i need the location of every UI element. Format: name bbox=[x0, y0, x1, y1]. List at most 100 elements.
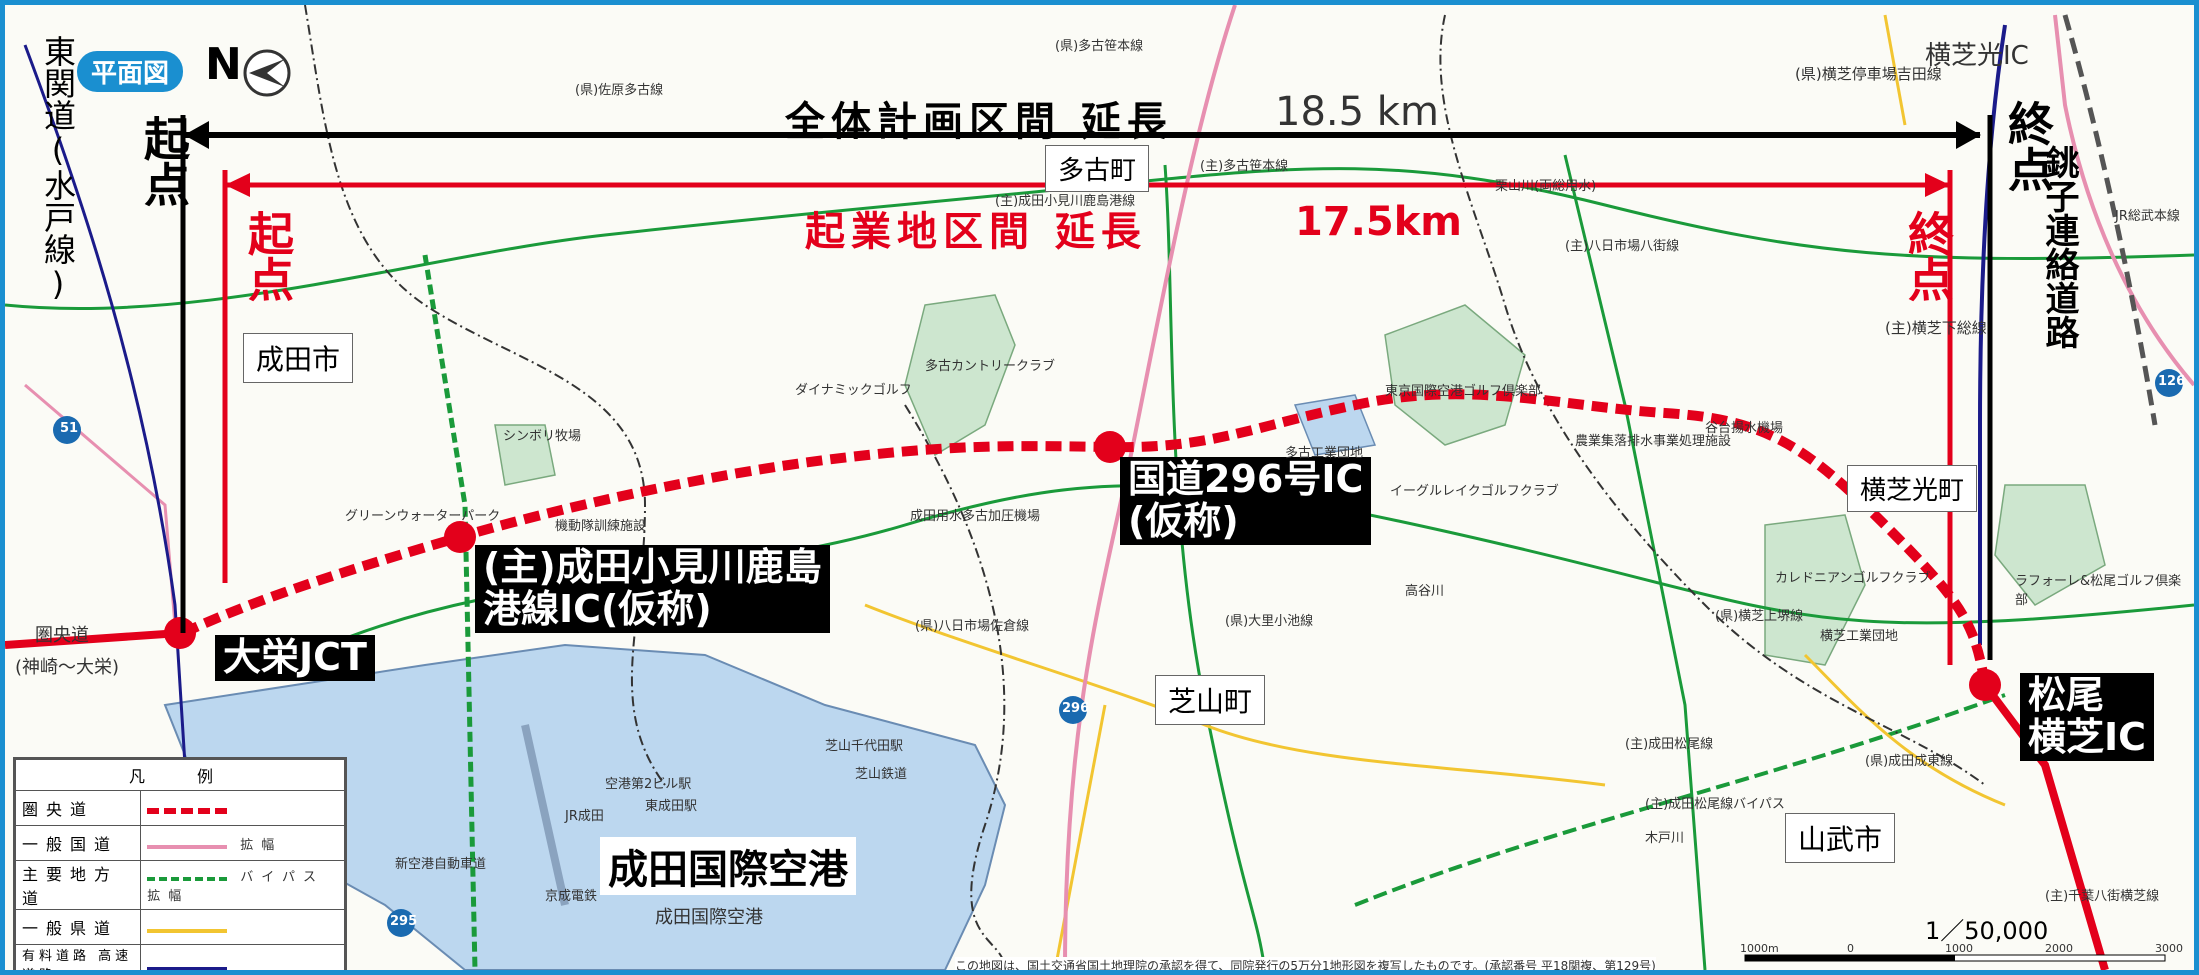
pref-road-2 bbox=[1053, 704, 1107, 970]
plan-view-badge: 平面図 bbox=[77, 51, 184, 92]
legend-row: 主要地方道 バイパス 拡幅 bbox=[14, 860, 345, 910]
overall-end-label: 終点 bbox=[2001, 100, 2055, 192]
choshi-connector-label: 銚子連絡道路 bbox=[2039, 145, 2079, 349]
north-label: N bbox=[205, 39, 242, 90]
overall-section-length: 18.5 km bbox=[1275, 89, 1439, 135]
map-label: 新空港自動車道 bbox=[395, 857, 487, 872]
boundary-2 bbox=[904, 404, 1006, 970]
map-label: (主)横芝下総線 bbox=[1885, 319, 1987, 337]
map-label: 圏央道 bbox=[35, 625, 89, 646]
marker-taiei-jct[interactable] bbox=[164, 617, 196, 649]
legend: 凡 例 圏央道 一般国道 拡幅 主要地方道 バイパス 拡幅 一般県道 有料道路 … bbox=[13, 757, 347, 970]
legend-row-label: 一般県道 bbox=[14, 909, 142, 945]
map-label: 横芝光IC bbox=[1925, 41, 2029, 71]
scale-ratio: 1／50,000 bbox=[1925, 917, 2049, 945]
map-label: 空港第2ビル駅 bbox=[605, 777, 692, 792]
water-line-4 bbox=[422, 254, 478, 970]
pref-road-1 bbox=[864, 603, 1606, 787]
map-label: 東京国際空港ゴルフ倶楽部 bbox=[1385, 384, 1542, 399]
legend-row-label: 主要地方道 bbox=[14, 860, 142, 910]
map-label: 農業集落排水事業処理施設 bbox=[1575, 434, 1732, 449]
legend-swatch-pref bbox=[140, 909, 345, 945]
map-label: (県)成田成東線 bbox=[1865, 754, 1954, 769]
map-label: 多古工業団地 bbox=[1285, 446, 1364, 461]
map-label: ダイナミックゴルフ bbox=[795, 383, 912, 398]
kenodo-existing-west bbox=[5, 629, 181, 649]
overall-arrow-head-right bbox=[1956, 121, 1981, 149]
map-label: 芝山鉄道 bbox=[855, 767, 908, 782]
map-label: シンボリ牧場 bbox=[503, 429, 582, 444]
route296-ic-label: 国道296号IC (仮称) bbox=[1120, 457, 1372, 545]
scale-bar bbox=[1744, 954, 2166, 962]
legend-swatch-national: 拡幅 bbox=[140, 825, 345, 861]
legend-row: 圏央道 bbox=[14, 790, 345, 826]
airport-label: 成田国際空港 bbox=[600, 837, 856, 895]
marker-route296-ic[interactable] bbox=[1094, 431, 1126, 463]
map-label: イーグルレイクゴルフクラブ bbox=[1390, 484, 1559, 499]
golf-area-tako bbox=[904, 294, 1016, 457]
map-label: グリーンウォーターパーク bbox=[345, 509, 501, 524]
project-section-label: 起業地区間 延長 bbox=[805, 209, 1147, 255]
overall-start-label: 起点 bbox=[137, 115, 191, 207]
legend-swatch-expressway bbox=[140, 944, 345, 970]
legend-row-label: 圏央道 bbox=[14, 790, 142, 826]
project-arrow-head-right bbox=[1925, 173, 1950, 197]
map-label: 高谷川 bbox=[1405, 584, 1445, 599]
boundary-1 bbox=[304, 5, 666, 786]
legend-swatch-major: バイパス 拡幅 bbox=[140, 860, 345, 910]
narita-city-label: 成田市 bbox=[243, 333, 354, 383]
scale-tick: 2000 bbox=[2045, 942, 2073, 955]
jr-line bbox=[2062, 14, 2158, 426]
runway bbox=[521, 724, 569, 906]
map-label: (主)多古笹本線 bbox=[1200, 159, 1289, 174]
yokoshibahikari-town-label: 横芝光町 bbox=[1847, 465, 1978, 512]
map-label: (主)千葉八街横芝線 bbox=[2045, 889, 2160, 904]
legend-row-label: 有料道路 高速道路 bbox=[14, 944, 142, 970]
map-label: JR成田 bbox=[565, 809, 604, 824]
water-line-3 bbox=[1563, 154, 1707, 970]
route-296-number: 296 bbox=[1062, 701, 1090, 716]
legend-swatch-kenodo bbox=[140, 790, 345, 826]
map-label: 成田用水多古加圧機場 bbox=[910, 509, 1041, 524]
legend-row: 一般県道 bbox=[14, 909, 345, 945]
national-road-51 bbox=[24, 383, 177, 626]
copyright-note: この地図は、国土交通省国土地理院の承認を得て、同院発行の5万分1地形図を複写した… bbox=[955, 957, 1656, 973]
map-label: 谷台揚水機場 bbox=[1705, 421, 1784, 436]
map-label: (神崎～大栄) bbox=[15, 657, 120, 678]
pref-road-4 bbox=[1883, 14, 1907, 126]
project-arrow-head-left bbox=[225, 173, 250, 197]
map-label: (県)大里小池線 bbox=[1225, 614, 1314, 629]
map-label: ラフォーレ&松尾ゴルフ倶楽部 bbox=[2015, 574, 2182, 608]
overall-section-label: 全体計画区間 延長 bbox=[785, 99, 1173, 145]
narita-komikawa-ic-label: (主)成田小見川鹿島 港線IC(仮称) bbox=[475, 545, 830, 633]
golf-area-symboli bbox=[494, 424, 556, 486]
map-label: 機動隊訓練施設 bbox=[555, 519, 647, 534]
route-295-number: 295 bbox=[390, 914, 418, 929]
marker-narita-komikawa-ic[interactable] bbox=[444, 521, 476, 553]
matsuo-ic-label: 松尾 横芝IC bbox=[2020, 673, 2155, 761]
map-label: (県)多古笹本線 bbox=[1055, 39, 1144, 54]
route-51-number: 51 bbox=[60, 421, 79, 436]
golf-area-laforet bbox=[1994, 484, 2106, 606]
map-label: 東成田駅 bbox=[645, 799, 698, 814]
golf-area-tokyo bbox=[1384, 304, 1526, 446]
higashikanto-label: 東関道(水戸線) bbox=[39, 35, 77, 303]
golf-area-caledonian bbox=[1764, 514, 1866, 666]
legend-title: 凡 例 bbox=[15, 759, 345, 791]
choshi-connector bbox=[1978, 24, 2007, 645]
marker-matsuo-ic[interactable] bbox=[1969, 669, 2001, 701]
route-shields bbox=[53, 369, 2183, 937]
map-label: 芝山千代田駅 bbox=[825, 739, 904, 754]
overall-arrow-head-left bbox=[184, 121, 209, 149]
kenodo-planned bbox=[180, 389, 1990, 686]
scale-tick: 1000 bbox=[1945, 942, 1973, 955]
legend-row-extra: 拡幅 bbox=[240, 837, 283, 853]
map-label: 京成電鉄 bbox=[545, 889, 598, 904]
map-label: JR総武本線 bbox=[2115, 209, 2180, 224]
national-road-126 bbox=[2053, 14, 2194, 387]
map-label: (県)横芝上堺線 bbox=[1715, 609, 1804, 624]
project-end-label: 終点 bbox=[1901, 210, 1955, 302]
scale-tick: 0 bbox=[1847, 942, 1854, 955]
legend-row: 有料道路 高速道路 bbox=[14, 944, 345, 970]
legend-row-label: 一般国道 bbox=[14, 825, 142, 861]
